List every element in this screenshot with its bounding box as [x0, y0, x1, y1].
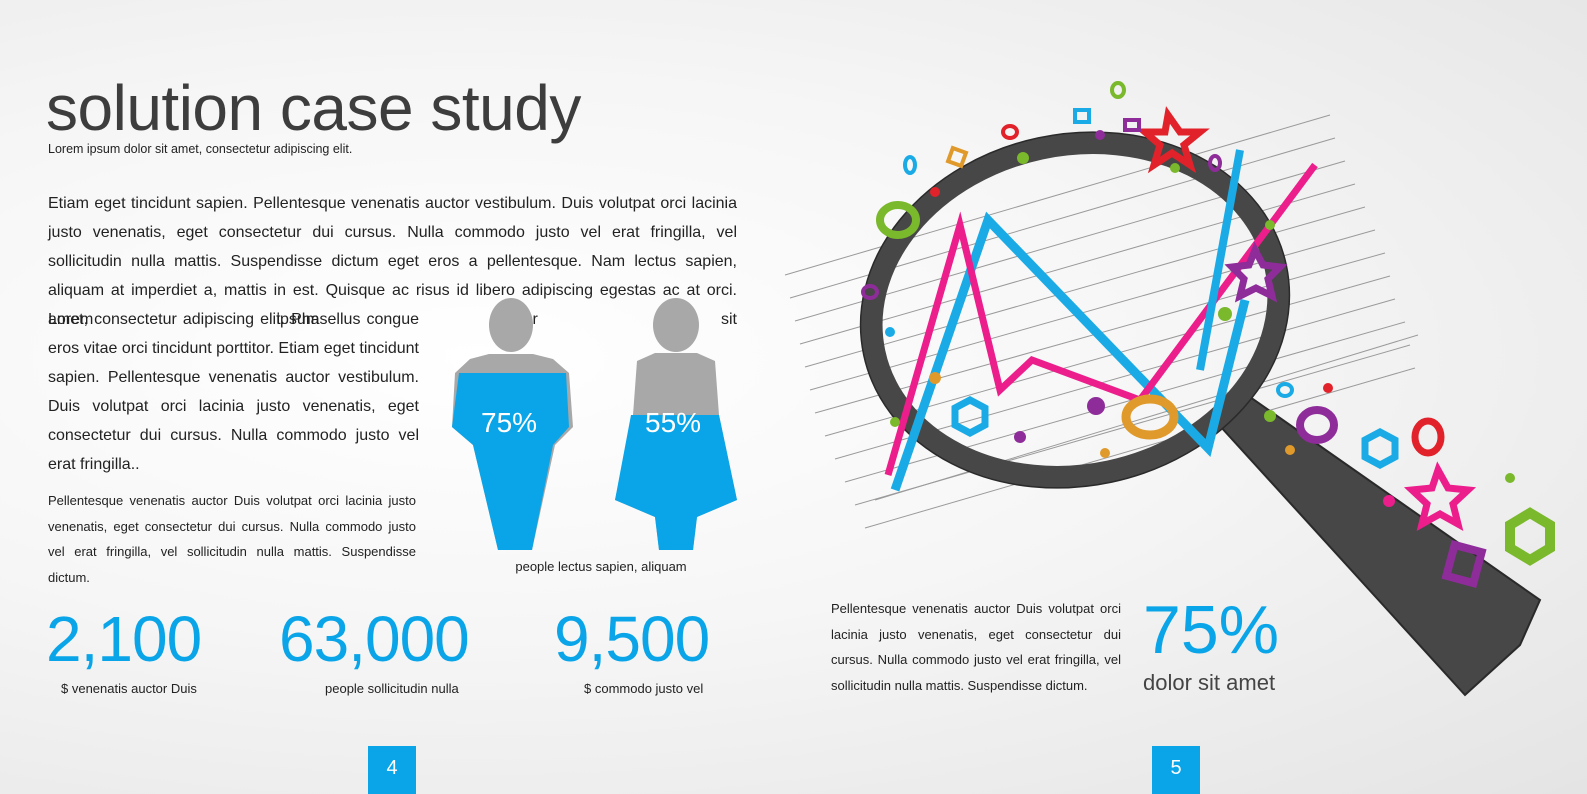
stat-value-1: 2,100	[46, 603, 202, 675]
small-paragraph: Pellentesque venenatis auctor Duis volut…	[48, 493, 416, 585]
page-subtitle: Lorem ipsum dolor sit amet, consectetur …	[48, 142, 353, 156]
male-fill-bar	[452, 373, 569, 550]
figures-caption: people lectus sapien, aliquam	[515, 559, 687, 574]
page-number-right: 5	[1152, 746, 1200, 794]
people-infographic	[452, 298, 737, 550]
page-title: solution case study	[46, 72, 581, 144]
big-percent: 75%	[1143, 592, 1280, 668]
right-paragraph: Pellentesque venenatis auctor Duis volut…	[831, 601, 1121, 693]
stat-label-2: people sollicitudin nulla	[325, 681, 459, 696]
page-number-left: 4	[368, 746, 416, 794]
male-figure-icon	[452, 298, 573, 550]
magnifier-illustration	[784, 81, 1555, 697]
female-figure-icon	[615, 298, 737, 550]
chart-line-blue	[890, 211, 1250, 492]
stat-label-1: $ venenatis auctor Duis	[61, 681, 197, 696]
intro-paragraph: Etiam eget tincidunt sapien. Pellentesqu…	[48, 195, 737, 328]
male-percent-label: 75%	[481, 407, 538, 438]
female-fill-bar	[615, 415, 737, 550]
stat-value-2: 63,000	[279, 603, 470, 675]
female-percent-label: 55%	[645, 407, 702, 438]
side-paragraph: amet, consectetur adipiscing elit. Phase…	[48, 311, 419, 473]
stat-value-3: 9,500	[554, 603, 710, 675]
big-percent-label: dolor sit amet	[1143, 670, 1276, 695]
stat-label-3: $ commodo justo vel	[584, 681, 704, 696]
chart-line-magenta	[884, 162, 1318, 476]
decorative-shapes	[861, 81, 1555, 588]
